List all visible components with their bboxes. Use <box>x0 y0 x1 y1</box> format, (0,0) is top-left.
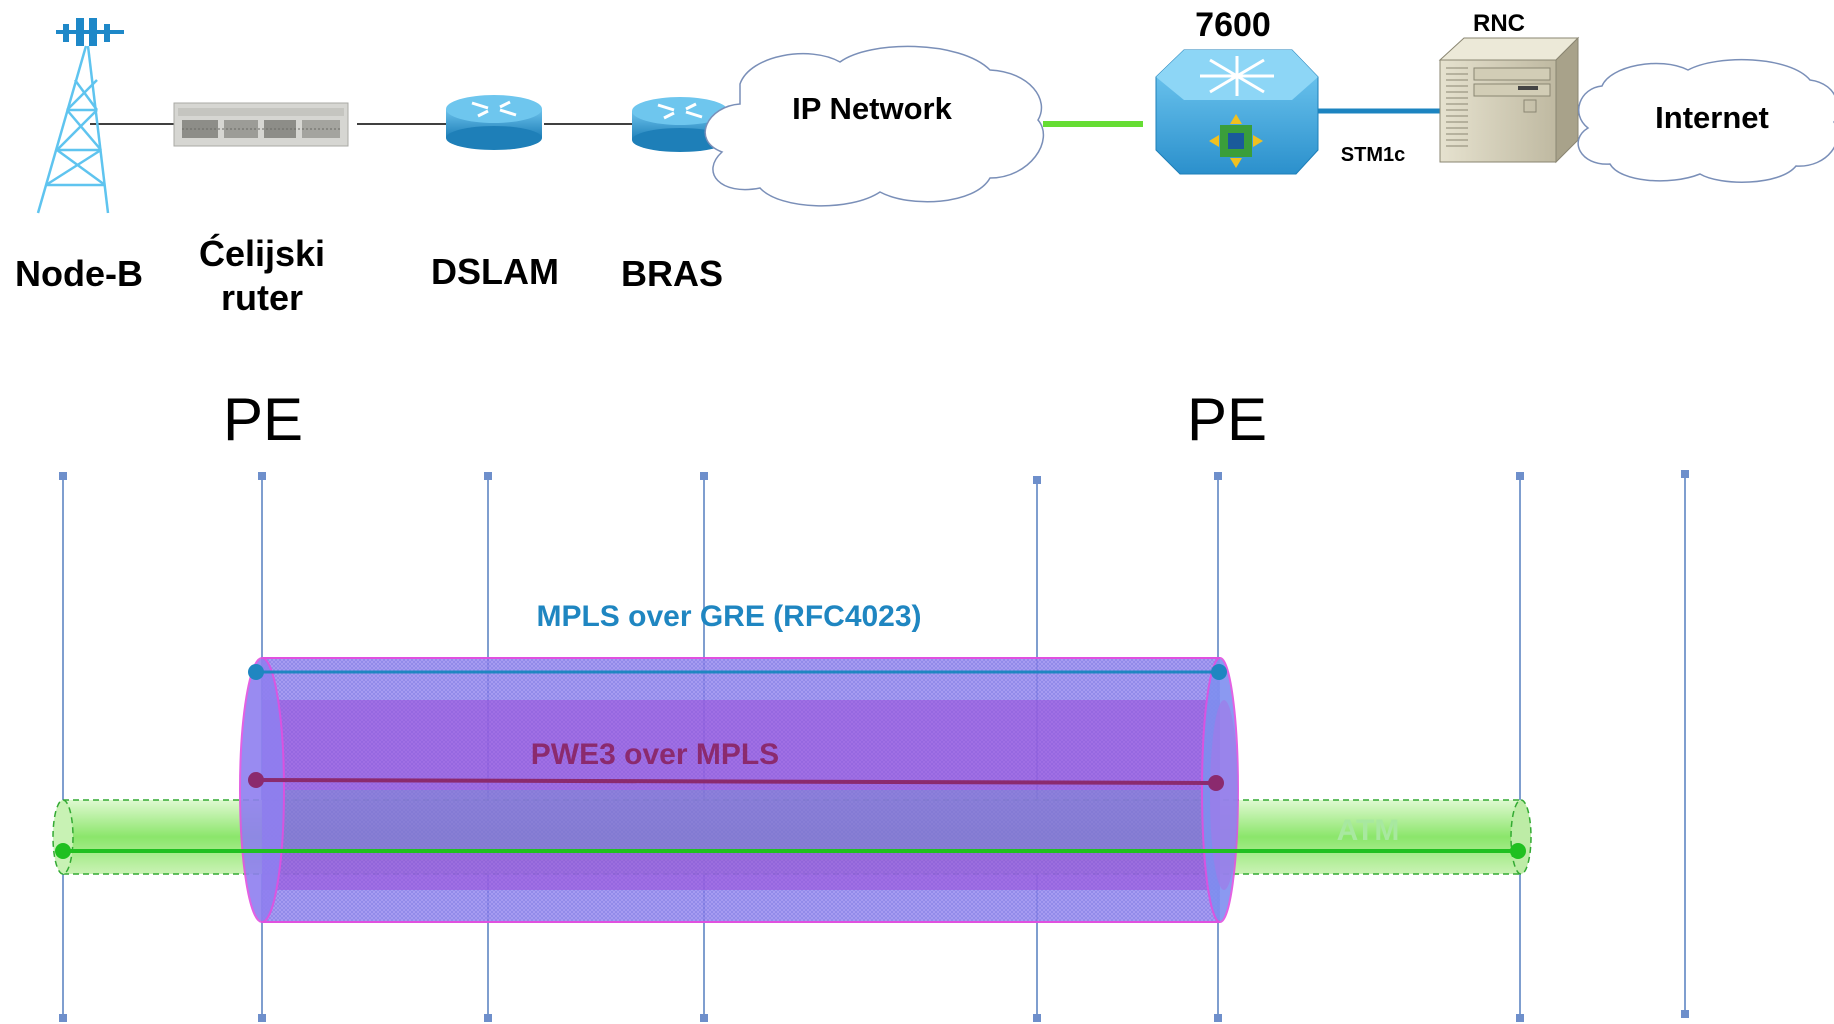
network-topology: Node-B Ćelijski ruter DSLAM BRAS IP Netw… <box>15 6 1834 318</box>
internet-cloud-icon <box>1577 58 1834 183</box>
atm-endpoint-right <box>1510 843 1526 859</box>
dslam-router-icon <box>446 95 542 150</box>
ip-network-cloud-icon <box>704 45 1045 207</box>
pe-left-label: PE <box>223 386 303 453</box>
router-7600-label: 7600 <box>1195 6 1271 44</box>
dslam-label: DSLAM <box>431 251 559 292</box>
mpls-gre-endpoint-left <box>248 664 264 680</box>
router-7600-icon <box>1155 49 1319 175</box>
rnc-label: RNC <box>1473 10 1525 37</box>
nodeb-label: Node-B <box>15 253 143 294</box>
cell-router-icon <box>173 102 349 147</box>
ip-network-label: IP Network <box>792 91 952 126</box>
pwe3-endpoint-right <box>1208 775 1224 791</box>
atm-endpoint-left <box>55 843 71 859</box>
mpls-gre-endpoint-right <box>1211 664 1227 680</box>
pe-right-label: PE <box>1187 386 1267 453</box>
pwe3-path <box>255 778 1217 785</box>
rnc-server-icon <box>1438 36 1580 164</box>
internet-label: Internet <box>1655 100 1769 135</box>
mpls-gre-tunnel <box>239 657 1239 923</box>
cell-router-label-line1: Ćelijski <box>199 232 325 274</box>
mpls-gre-label: MPLS over GRE (RFC4023) <box>536 600 921 633</box>
bras-label: BRAS <box>621 253 723 294</box>
pwe3-endpoint-left <box>248 772 264 788</box>
atm-label: ATM <box>1337 814 1400 847</box>
cell-router-label-line2: ruter <box>221 277 303 318</box>
cell-tower-icon <box>36 18 124 214</box>
pwe3-label: PWE3 over MPLS <box>531 738 779 771</box>
stm1c-label: STM1c <box>1341 144 1405 166</box>
